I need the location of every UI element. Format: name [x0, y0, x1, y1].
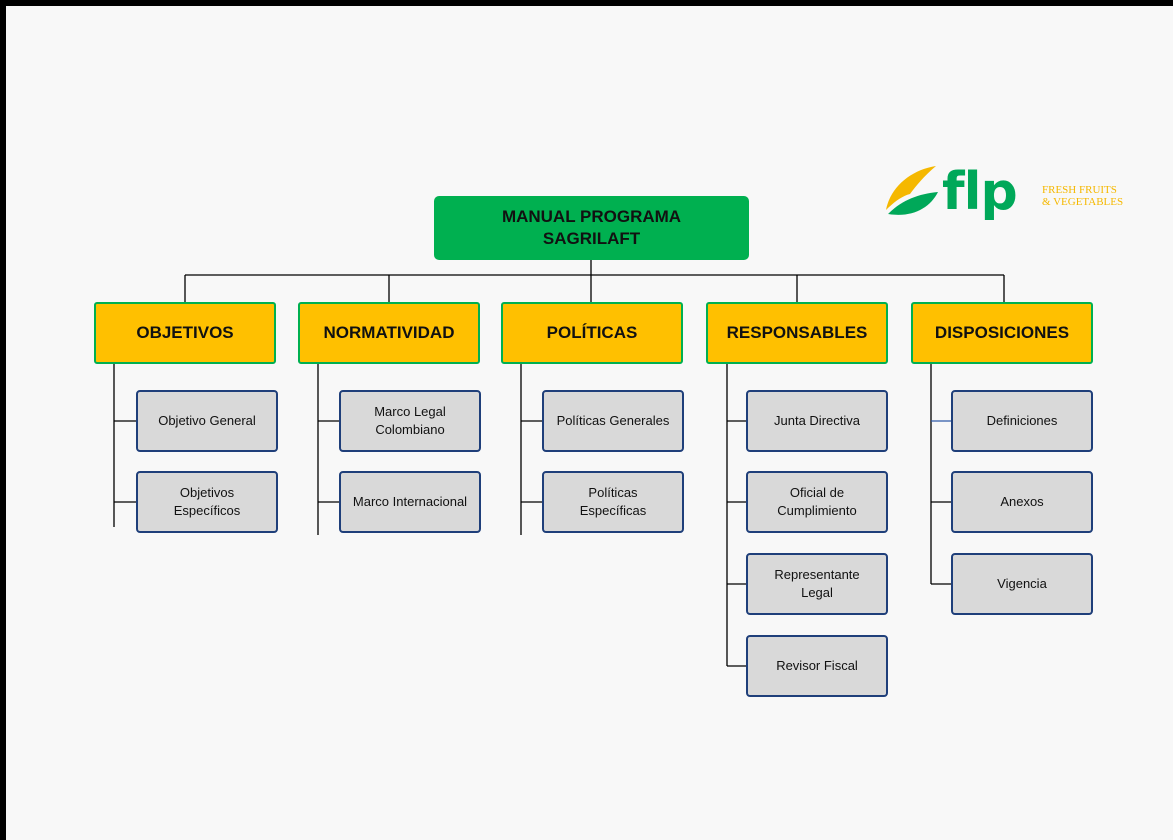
item-anexos: Anexos: [951, 471, 1093, 533]
category-disposiciones: DISPOSICIONES: [911, 302, 1093, 364]
item-junta-directiva: Junta Directiva: [746, 390, 888, 452]
category-politicas: POLÍTICAS: [501, 302, 683, 364]
item-marco-legal-colombiano: Marco Legal Colombiano: [339, 390, 481, 452]
item-definiciones: Definiciones: [951, 390, 1093, 452]
leaf-icon: [886, 166, 938, 215]
item-politicas-especificas: Políticas Específicas: [542, 471, 684, 533]
category-objetivos: OBJETIVOS: [94, 302, 276, 364]
item-oficial-de-cumplimiento: Oficial de Cumplimiento: [746, 471, 888, 533]
item-marco-internacional: Marco Internacional: [339, 471, 481, 533]
item-objetivos-especificos: Objetivos Específicos: [136, 471, 278, 533]
frame-border-left: [0, 0, 6, 840]
item-objetivo-general: Objetivo General: [136, 390, 278, 452]
item-representante-legal: Representante Legal: [746, 553, 888, 615]
root-node: MANUAL PROGRAMA SAGRILAFT: [434, 196, 749, 260]
item-revisor-fiscal: Revisor Fiscal: [746, 635, 888, 697]
frame-border-top: [0, 0, 1173, 6]
item-vigencia: Vigencia: [951, 553, 1093, 615]
category-responsables: RESPONSABLES: [706, 302, 888, 364]
flp-logo: flp FRESH FRUITS & VEGETABLES: [880, 160, 1140, 230]
category-normatividad: NORMATIVIDAD: [298, 302, 480, 364]
logo-text: flp: [942, 162, 1018, 222]
logo-tagline: FRESH FRUITS & VEGETABLES: [1042, 184, 1124, 208]
item-politicas-generales: Políticas Generales: [542, 390, 684, 452]
